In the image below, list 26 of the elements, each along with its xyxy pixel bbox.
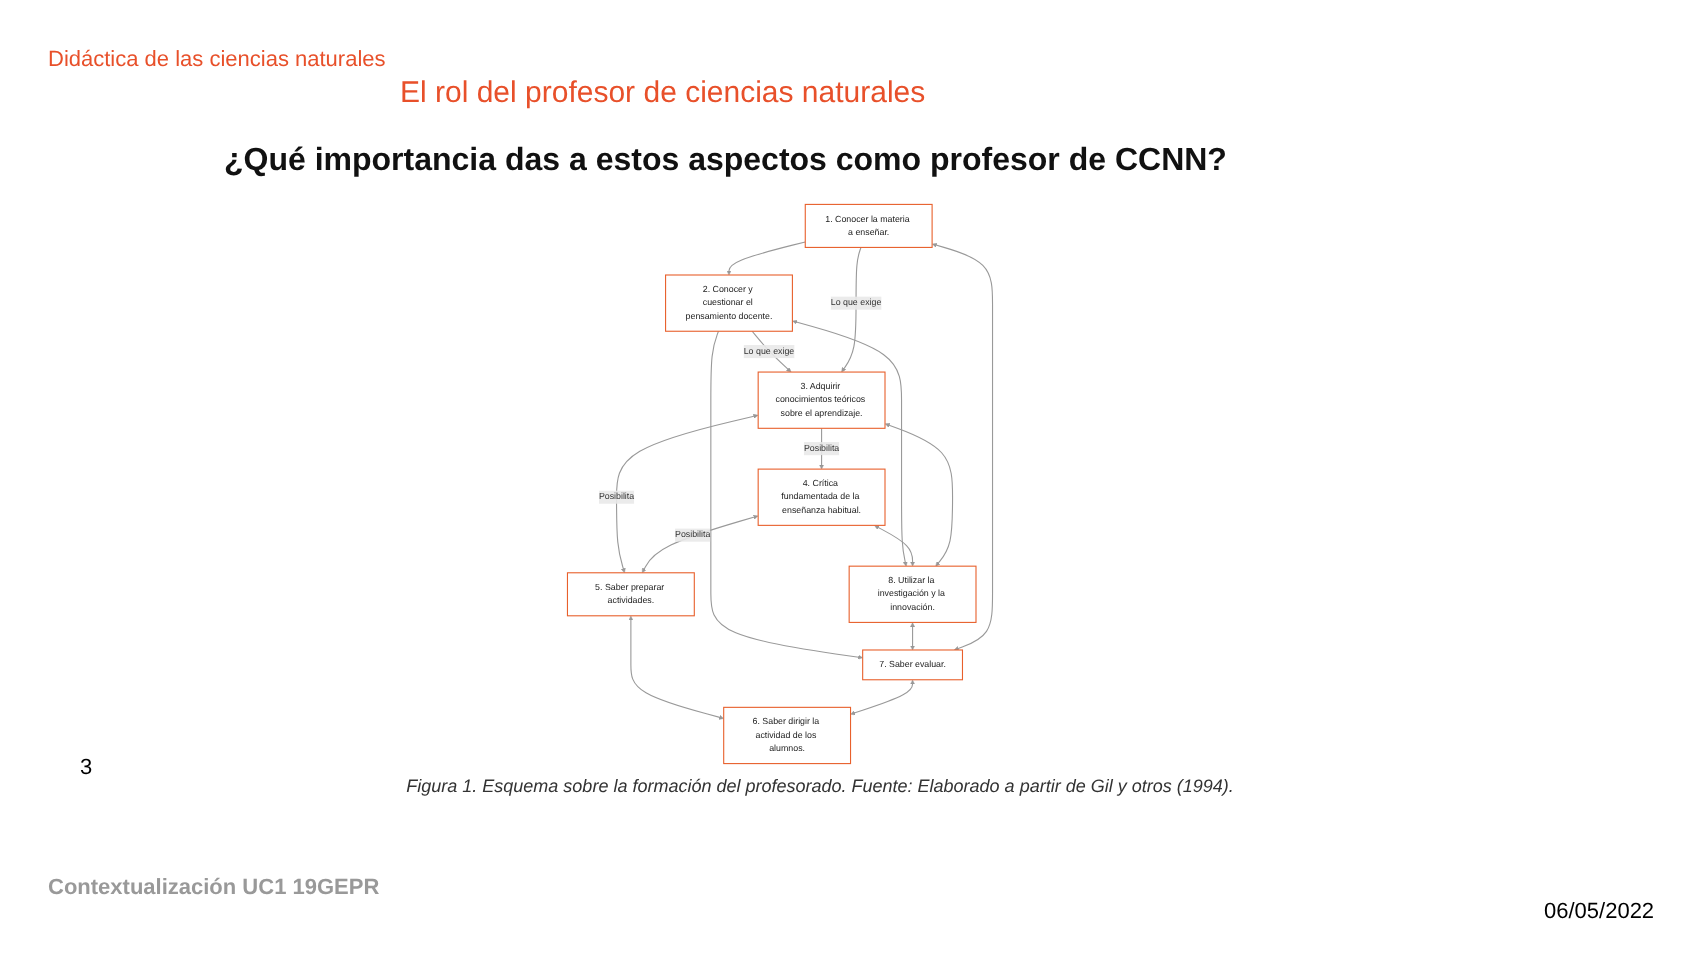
node-box — [757, 468, 886, 526]
node-box — [862, 649, 963, 681]
node-box — [757, 371, 886, 429]
slide-title: ¿Qué importancia das a estos aspectos como profesor de CCNN? — [224, 144, 1227, 180]
arrow — [885, 423, 954, 567]
arrow — [910, 622, 915, 651]
arrow — [850, 679, 915, 716]
node-box — [665, 274, 793, 332]
date-text: 06/05/2022 — [1544, 900, 1655, 924]
arrow — [792, 319, 908, 567]
page-number: 3 — [80, 756, 93, 780]
course-name: Didáctica de las ciencias naturales — [48, 48, 386, 72]
arrow — [726, 241, 806, 276]
arrow — [628, 615, 724, 720]
footer-text: Contextualización UC1 19GEPR — [48, 876, 380, 900]
arrow — [616, 413, 759, 573]
node-box — [566, 572, 695, 617]
node-box — [804, 203, 933, 248]
node-box — [723, 706, 852, 765]
node-box — [848, 565, 977, 623]
figure-caption: Figura 1. Esquema sobre la formación del profesorado. Fuente: Elaborado a partir de Gil y otros (1994). — [404, 776, 1236, 796]
slide-subtitle: El rol del profesor de ciencias naturales — [400, 76, 926, 110]
arrow — [932, 242, 994, 651]
arrow — [841, 246, 862, 373]
arrow — [642, 514, 759, 573]
arrow — [874, 525, 915, 567]
